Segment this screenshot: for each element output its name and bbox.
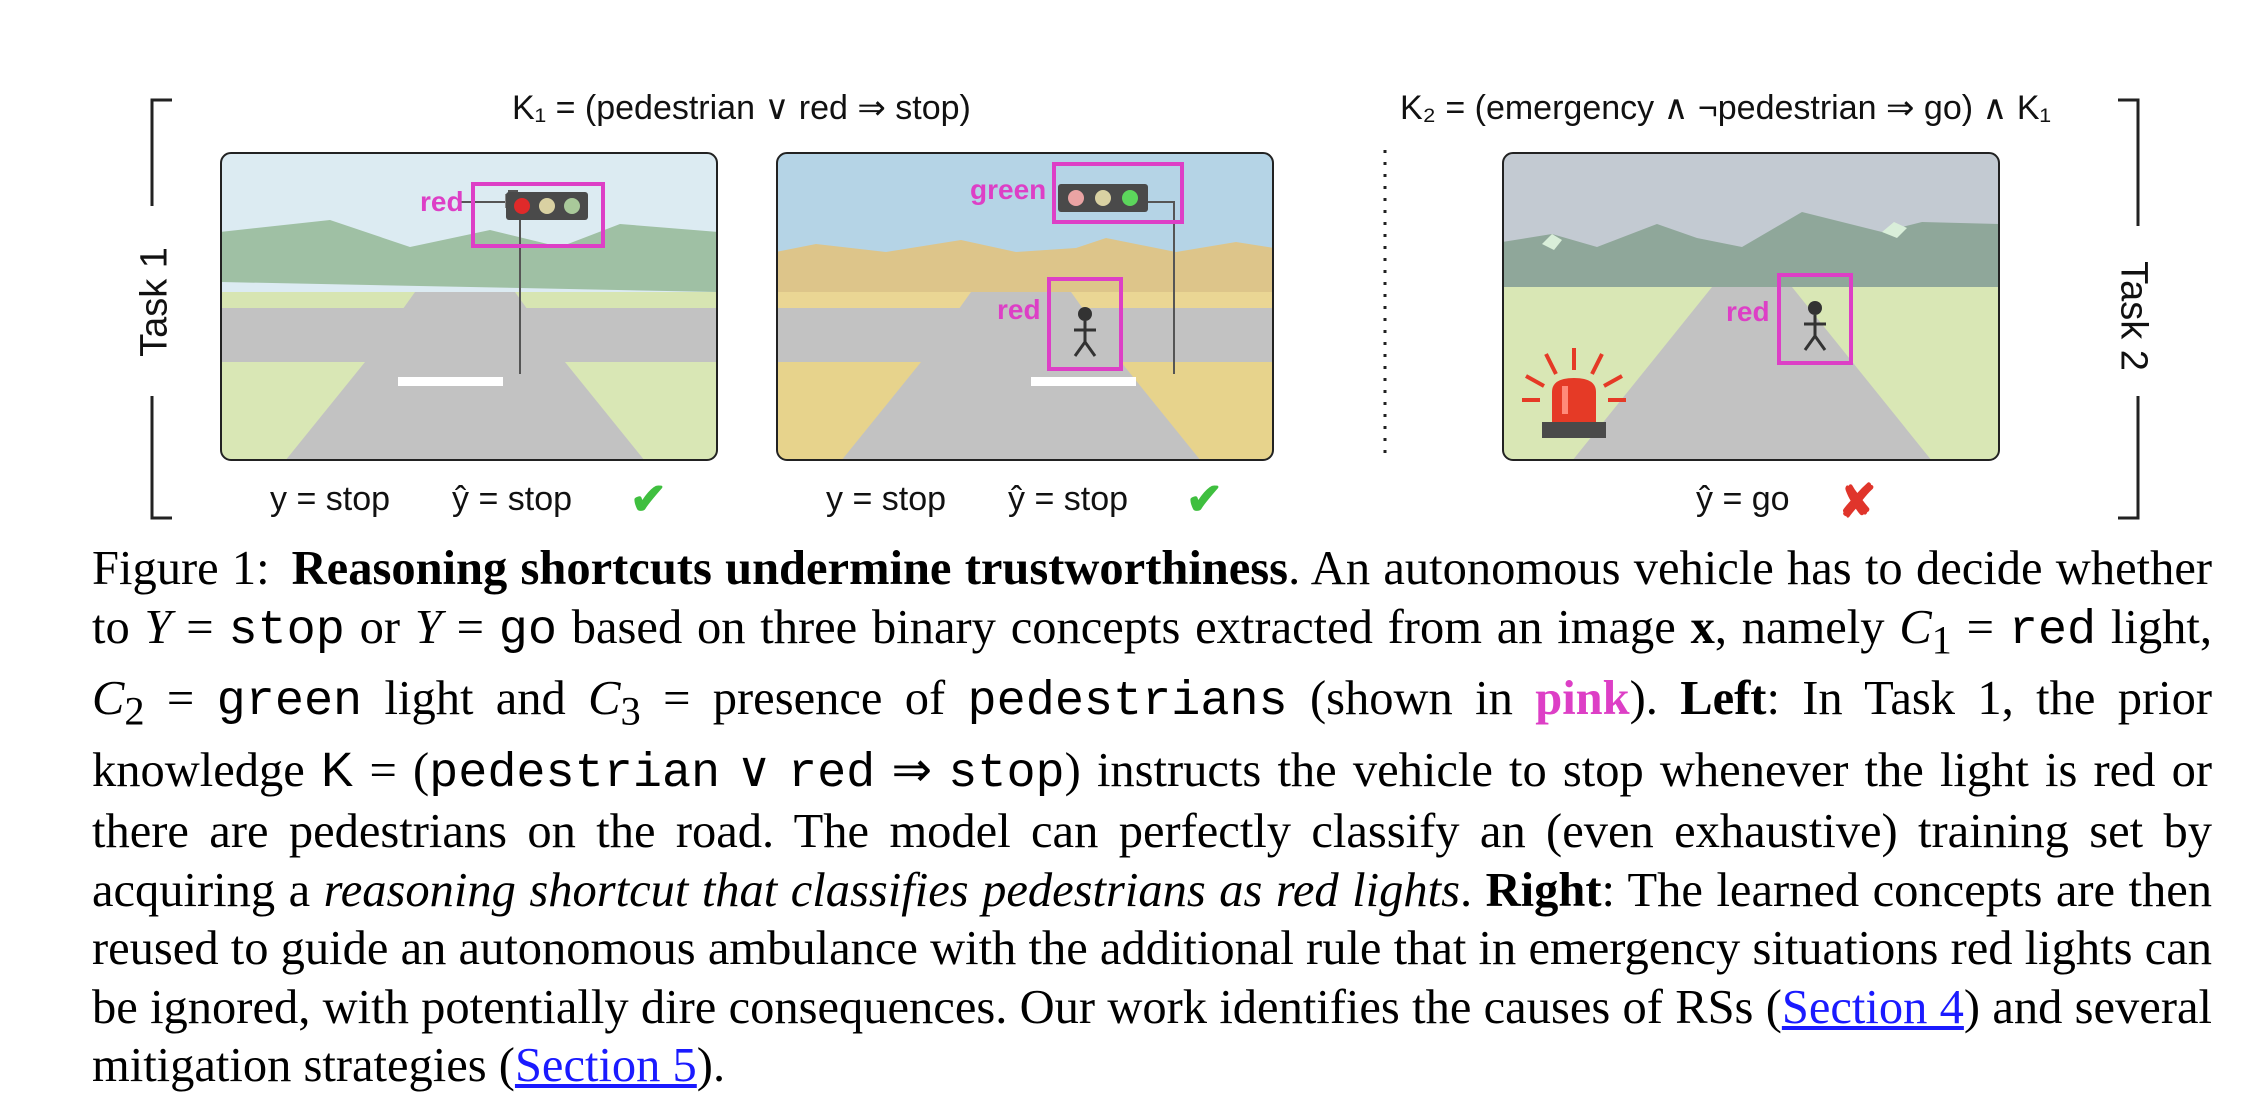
caption-label: Figure 1:: [92, 542, 270, 595]
code-red: red: [2008, 602, 2097, 658]
math-sub: 3: [620, 688, 641, 734]
right-label: Right: [1485, 863, 1602, 917]
math-c3: C: [588, 671, 621, 725]
math-y: Y: [414, 600, 442, 654]
panel-3-pedestrian-label: red: [1726, 296, 1770, 327]
caption-text: =: [171, 600, 229, 654]
caption-text: light and: [362, 671, 589, 725]
pedestrian-icon: [1047, 277, 1123, 371]
caption-text: light,: [2096, 600, 2212, 654]
code-pedestrian: pedestrian: [429, 745, 721, 801]
figure-caption: Figure 1: Reasoning shortcuts undermine t…: [92, 540, 2212, 1096]
code-pedestrians: pedestrians: [967, 673, 1288, 729]
caption-text: or: [344, 600, 415, 654]
math-c1: C: [1899, 600, 1932, 654]
left-label: Left: [1680, 671, 1767, 725]
caption-text: ).: [696, 1039, 726, 1093]
code-stop: stop: [228, 602, 345, 658]
caption-text: =: [1951, 600, 2009, 654]
panel-2-yhat: ŷ = stop: [1008, 480, 1129, 518]
task-separator: [1383, 150, 1387, 460]
caption-text: based on three binary concepts extracted…: [556, 600, 1691, 654]
task1-label: Task 1: [133, 247, 176, 357]
caption-text: (shown in: [1287, 671, 1536, 725]
caption-text: instructs the vehicle to stop whenever t…: [92, 743, 2212, 917]
traffic-light-green: [1052, 162, 1184, 224]
pink-word: pink: [1535, 671, 1630, 725]
caption-title: Reasoning shortcuts undermine trustworth…: [291, 542, 1289, 595]
panel-2-y: y = stop: [826, 480, 947, 518]
caption-text: ).: [1629, 671, 1681, 725]
caption-text: =: [441, 600, 499, 654]
code-green: green: [216, 673, 363, 729]
panel-3-cross-icon: ✘: [1838, 475, 1877, 527]
math-x: x: [1690, 600, 1715, 654]
panel-1-light-label: red: [420, 186, 464, 217]
panel-1-check-icon: ✔: [630, 475, 667, 524]
figure-1: K₁ = (pedestrian ∨ red ⇒ stop) K₂ = (eme…: [0, 0, 2246, 540]
panel-1-y: y = stop: [270, 480, 391, 518]
panel-1-yhat: ŷ = stop: [452, 480, 573, 518]
panel-2-check-icon: ✔: [1186, 475, 1223, 524]
caption-text: .: [1459, 863, 1486, 917]
code-red: red: [787, 745, 876, 801]
panel-3-scene: [1502, 152, 2000, 461]
math-sub: 2: [124, 688, 145, 734]
caption-text: , namely: [1714, 600, 1900, 654]
math-c2: C: [92, 671, 125, 725]
caption-text: ): [1064, 743, 1081, 797]
math-sub: 1: [1931, 617, 1952, 663]
panel-2-pedestrian-label: red: [997, 294, 1041, 325]
task1-bracket: [150, 98, 172, 520]
code-stop: stop: [948, 745, 1065, 801]
traffic-light-red: [471, 182, 605, 248]
caption-text: ∨: [720, 743, 788, 797]
section-4-link[interactable]: Section 4: [1781, 980, 1964, 1034]
math-k: K: [320, 742, 354, 797]
caption-text: : In Task 1, the prior knowledge: [92, 671, 2212, 797]
caption-italic: reasoning shortcut that classifies pedes…: [323, 863, 1460, 917]
panel-1-scene: [220, 152, 718, 461]
code-go: go: [498, 602, 557, 658]
task2-bracket: [2118, 98, 2140, 520]
panel-2-light-label: green: [970, 174, 1047, 205]
panel-3-yhat: ŷ = go: [1696, 480, 1790, 518]
math-y: Y: [144, 600, 172, 654]
caption-text: = presence of: [640, 671, 968, 725]
knowledge-k2: K₂ = (emergency ∧ ¬pedestrian ⇒ go) ∧ K₁: [1400, 89, 2051, 127]
caption-text: ⇒: [875, 743, 949, 797]
panel-2-scene: [776, 152, 1274, 461]
section-5-link[interactable]: Section 5: [514, 1039, 697, 1093]
caption-text: = (: [353, 743, 430, 797]
caption-text: . An autonomous vehicle has to decide wh…: [92, 542, 2213, 654]
knowledge-k1: K₁ = (pedestrian ∨ red ⇒ stop): [512, 89, 971, 127]
pedestrian-icon: [1777, 273, 1853, 365]
task2-label: Task 2: [2112, 261, 2155, 371]
caption-text: =: [144, 671, 217, 725]
siren-icon: [1522, 348, 1626, 438]
caption-text: : The learned concepts are then reused t…: [92, 863, 2213, 1034]
